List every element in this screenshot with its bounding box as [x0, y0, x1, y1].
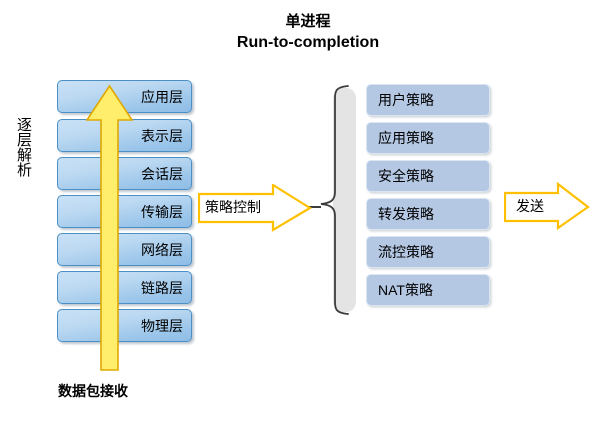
- osi-layer-label: 应用层: [141, 88, 183, 105]
- diagram-title: 单进程 Run-to-completion: [0, 12, 616, 54]
- policy-item-label: 应用策略: [378, 130, 434, 146]
- policy-item-label: 安全策略: [378, 168, 434, 184]
- osi-layer-box[interactable]: 表示层: [57, 119, 192, 152]
- policy-list: 用户策略 应用策略 安全策略 转发策略 流控策略 NAT策略: [366, 84, 494, 308]
- policy-control-label: 策略控制: [205, 199, 261, 215]
- osi-layer-label: 会话层: [141, 165, 183, 182]
- parse-arrow-label: 逐 层 解 析: [0, 118, 49, 178]
- up-arrow-icon: [85, 84, 134, 372]
- policy-item[interactable]: 应用策略: [366, 122, 490, 154]
- policy-item-label: NAT策略: [378, 282, 433, 298]
- osi-layer-label: 物理层: [141, 317, 183, 334]
- osi-layer-box[interactable]: 传输层: [57, 195, 192, 228]
- policy-item-label: 用户策略: [378, 92, 434, 108]
- osi-layer-stack: 应用层 表示层 会话层 传输层 网络层 链路层 物理层: [57, 80, 196, 346]
- osi-layer-label: 网络层: [141, 241, 183, 258]
- osi-layer-label: 链路层: [141, 279, 183, 296]
- parse-char: 析: [16, 162, 32, 179]
- parse-char: 层: [16, 132, 32, 149]
- osi-layer-label: 表示层: [141, 127, 183, 144]
- curly-brace-icon: [318, 84, 363, 316]
- policy-item-label: 流控策略: [378, 244, 434, 260]
- osi-layer-box[interactable]: 物理层: [57, 309, 192, 342]
- send-label: 发送: [516, 198, 544, 214]
- parse-char: 逐: [16, 117, 32, 134]
- policy-group-bar: [333, 88, 356, 312]
- policy-item[interactable]: 流控策略: [366, 236, 490, 268]
- page-title-en: Run-to-completion: [236, 34, 380, 52]
- osi-layer-box[interactable]: 网络层: [57, 233, 192, 266]
- policy-item[interactable]: 安全策略: [366, 160, 490, 192]
- right-arrow-icon-send: [504, 182, 590, 230]
- policy-item-label: 转发策略: [378, 206, 434, 222]
- brace-connector-line: [305, 206, 321, 208]
- parse-char: 解: [16, 147, 32, 164]
- right-arrow-icon-policy-control: [198, 184, 312, 232]
- packet-receive-label: 数据包接收: [58, 383, 128, 399]
- osi-layer-box[interactable]: 会话层: [57, 157, 192, 190]
- osi-layer-label: 传输层: [141, 203, 183, 220]
- policy-item[interactable]: NAT策略: [366, 274, 490, 306]
- policy-item[interactable]: 用户策略: [366, 84, 490, 116]
- policy-item[interactable]: 转发策略: [366, 198, 490, 230]
- page-title-cn: 单进程: [285, 13, 331, 30]
- osi-layer-box[interactable]: 链路层: [57, 271, 192, 304]
